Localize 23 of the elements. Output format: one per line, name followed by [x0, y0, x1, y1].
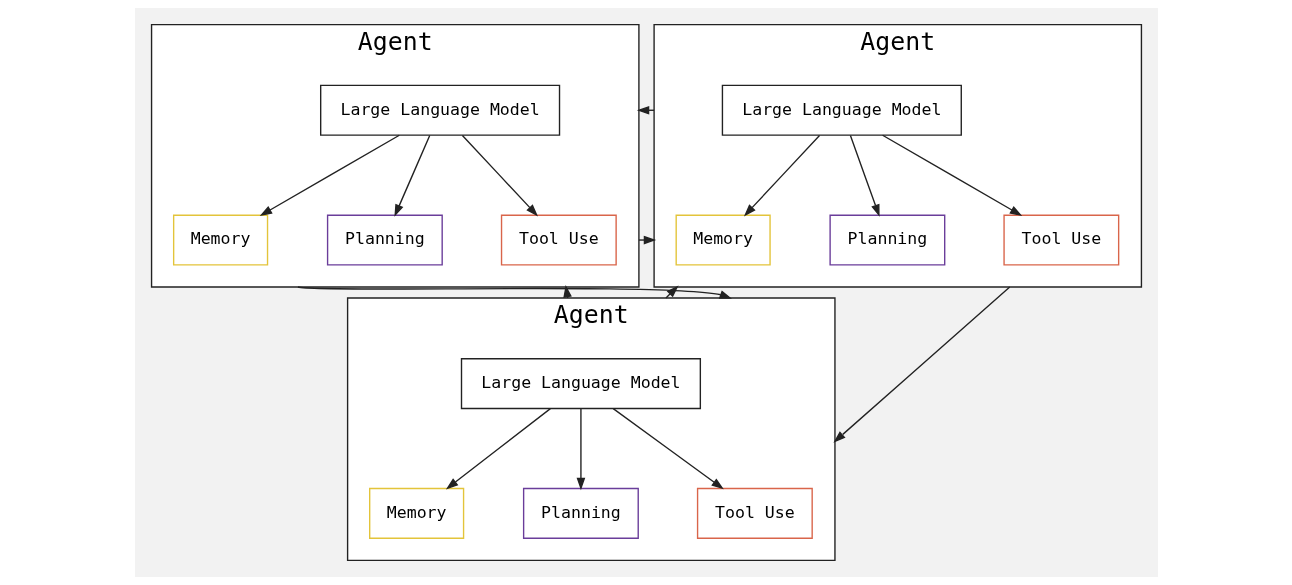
node-box: Large Language Model [721, 84, 962, 136]
arrow [637, 235, 656, 245]
node-box: Planning [326, 214, 443, 266]
node-box: Tool Use [696, 487, 813, 539]
arrow [445, 407, 551, 490]
node-box: Large Language Model [319, 84, 560, 136]
node-box: Planning [828, 214, 945, 266]
arrow [849, 134, 880, 217]
node-box: Large Language Model [460, 358, 701, 410]
arrow [393, 134, 430, 217]
arrow [743, 134, 820, 217]
arrow [259, 134, 400, 217]
node-box: Memory [368, 487, 464, 539]
node-box: Tool Use [500, 214, 617, 266]
node-box: Memory [172, 214, 268, 266]
node-box: Tool Use [1002, 214, 1119, 266]
arrow [881, 134, 1022, 217]
node-box: Memory [675, 214, 771, 266]
arrow [832, 286, 1010, 443]
arrow [576, 408, 585, 491]
node-box: Planning [522, 487, 639, 539]
arrow [461, 134, 538, 217]
arrow [612, 407, 724, 490]
